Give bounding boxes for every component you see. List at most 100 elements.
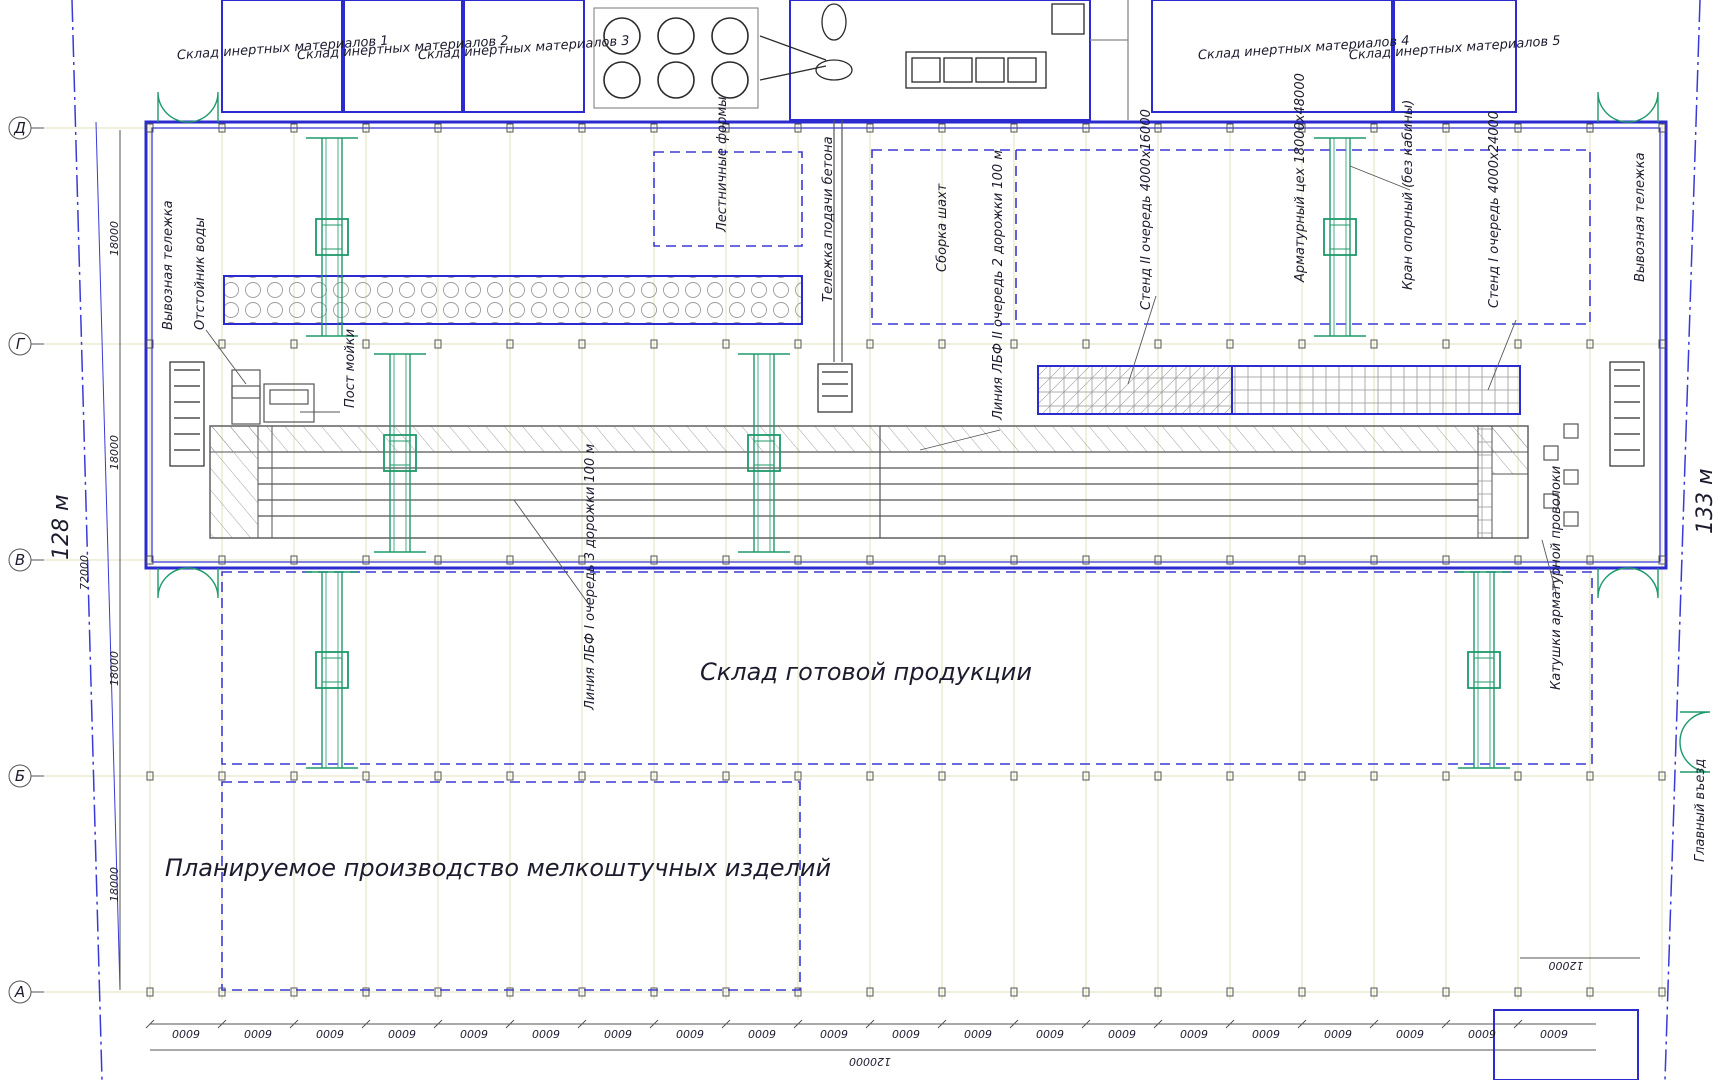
column-marker (1298, 123, 1306, 133)
column-marker (1082, 123, 1090, 133)
wire-coils (1543, 423, 1579, 527)
support-crane-label: Кран опорный (без кабины) (1401, 100, 1416, 290)
gantry-crane (374, 353, 426, 553)
column-marker (290, 987, 298, 997)
column-marker (722, 123, 730, 133)
column-marker (146, 339, 154, 349)
dimension-tick (505, 1019, 515, 1029)
column-span-label: 6000 (1540, 1027, 1568, 1040)
column-marker (1082, 555, 1090, 565)
column-span-label: 6000 (532, 1027, 560, 1040)
left-span-1: 18000 (108, 221, 121, 256)
rebar-shop-label: Арматурный цех 18000x48000 (1293, 73, 1308, 283)
concrete-cart-label: Тележка подачи бетона (821, 136, 836, 302)
column-marker (1370, 771, 1378, 781)
main-building-walls (144, 120, 1668, 570)
site-boundary-right (1664, 0, 1701, 1080)
site-boundary-left (71, 0, 103, 1080)
row-axis-label: Д (13, 119, 26, 137)
dimension-tick (1225, 1019, 1235, 1029)
column-marker (578, 123, 586, 133)
column-marker (506, 771, 514, 781)
column-marker (938, 987, 946, 997)
column-marker (434, 771, 442, 781)
gantry-crane (306, 137, 358, 337)
column-marker (362, 771, 370, 781)
column-marker (722, 555, 730, 565)
left-dimension-line (95, 121, 121, 991)
column-marker (794, 987, 802, 997)
dimension-tick (577, 1019, 587, 1029)
column-marker (1298, 771, 1306, 781)
lbf-line-1-label: Линия ЛБФ I очередь 3 дорожки 100 м (583, 444, 598, 711)
dimension-tick (721, 1019, 731, 1029)
column-marker (578, 339, 586, 349)
dimension-tick (145, 1019, 155, 1029)
column-marker (1442, 987, 1450, 997)
column-span-label: 6000 (1108, 1027, 1136, 1040)
top-storage-left (221, 0, 585, 113)
column-marker (1658, 339, 1666, 349)
column-marker (1442, 123, 1450, 133)
right-span: 12000 (1549, 959, 1584, 972)
dimension-tick (793, 1019, 803, 1029)
column-marker (1586, 771, 1594, 781)
upper-production-bed (223, 275, 803, 325)
lbf-lines (209, 425, 1529, 539)
column-marker (794, 339, 802, 349)
column-marker (1226, 771, 1234, 781)
column-marker (866, 123, 874, 133)
column-marker (938, 771, 946, 781)
column-marker (434, 123, 442, 133)
left-span-2: 18000 (108, 435, 121, 470)
dimension-tick (361, 1019, 371, 1029)
row-axis-label: Б (15, 767, 25, 785)
row-axis-label: А (14, 983, 25, 1001)
gantry-crane (738, 353, 790, 553)
column-span-label: 6000 (892, 1027, 920, 1040)
column-marker (650, 123, 658, 133)
column-span-label: 6000 (1036, 1027, 1064, 1040)
column-marker (290, 555, 298, 565)
exit-cart-right-label: Вывозная тележка (1633, 152, 1648, 282)
column-marker (362, 987, 370, 997)
dimension-tick (1513, 1019, 1523, 1029)
column-marker (146, 123, 154, 133)
exit-cart-left-label: Вывозная тележка (161, 200, 176, 330)
column-marker (434, 987, 442, 997)
stair-forms-label: Лестничные формы (715, 97, 730, 233)
column-marker (1010, 123, 1018, 133)
column-marker (1370, 123, 1378, 133)
column-marker (938, 123, 946, 133)
column-marker (650, 987, 658, 997)
column-marker (1226, 123, 1234, 133)
column-marker (1154, 987, 1162, 997)
column-marker (866, 339, 874, 349)
column-span-label: 6000 (676, 1027, 704, 1040)
column-marker (146, 987, 154, 997)
wash-post-label: Пост мойки (343, 329, 358, 408)
column-span-label: 6000 (1180, 1027, 1208, 1040)
column-marker (1298, 339, 1306, 349)
column-marker (1514, 555, 1522, 565)
column-marker (434, 555, 442, 565)
gantry-cranes (306, 137, 1510, 769)
column-marker (1658, 771, 1666, 781)
column-marker (578, 771, 586, 781)
column-span-label: 6000 (604, 1027, 632, 1040)
column-marker (938, 339, 946, 349)
column-marker (290, 771, 298, 781)
column-marker (1082, 771, 1090, 781)
column-span-label: 6000 (460, 1027, 488, 1040)
wash-post-equipment (231, 369, 315, 425)
column-marker (506, 555, 514, 565)
column-marker (1010, 987, 1018, 997)
stand-2-bed (1037, 365, 1233, 415)
row-axis-label: Г (16, 335, 26, 353)
gantry-crane (1314, 137, 1366, 337)
column-span-label: 6000 (1396, 1027, 1424, 1040)
stand-1-label: Стенд I очередь 4000x24000 (1487, 111, 1502, 308)
column-marker (218, 771, 226, 781)
bottom-dimension-lines (150, 957, 1640, 1080)
